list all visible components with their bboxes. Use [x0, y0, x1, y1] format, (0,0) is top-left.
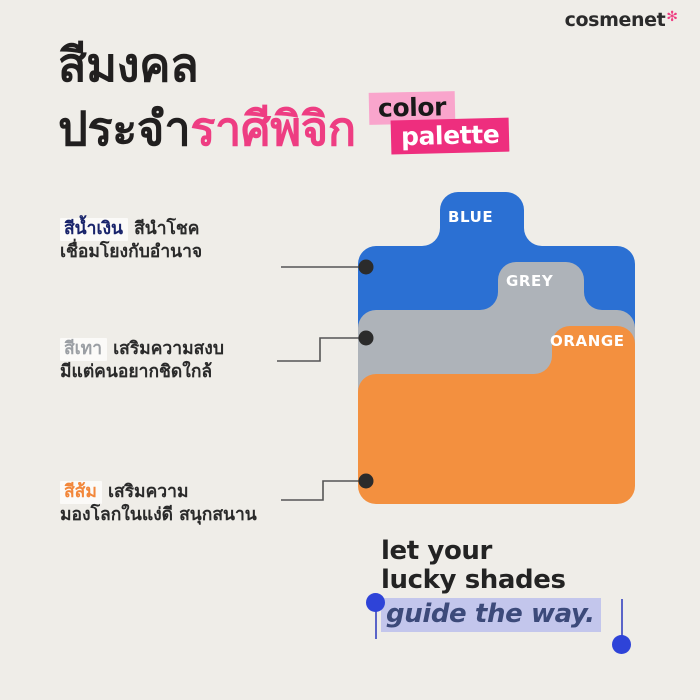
description-orange: สีส้ม เสริมความ มองโลกในแง่ดี สนุกสนาน — [60, 481, 257, 528]
description-blue-text-1: สีนำโชค — [134, 219, 200, 239]
headline-line-1: สีมงคล — [58, 38, 199, 93]
tagline-line-1: let your — [381, 536, 492, 566]
connector-line-orange — [281, 480, 364, 501]
color-swatch-stack: BLUE GREY ORANGE — [358, 192, 635, 504]
brand-name: cosmenet — [564, 9, 666, 31]
highlight-word-orange: สีส้ม — [60, 481, 102, 504]
description-orange-line-2: มองโลกในแง่ดี สนุกสนาน — [60, 505, 257, 526]
swatch-shape-orange[interactable] — [358, 326, 635, 504]
connector-line-grey — [277, 337, 364, 362]
badge-palette-label: palette — [390, 117, 510, 155]
selection-stem-end — [621, 599, 623, 639]
description-orange-line-1: สีส้ม เสริมความ — [60, 481, 257, 504]
page-title: สีมงคล ประจำราศีพิจิก color palette — [58, 38, 528, 157]
swatch-label-blue: BLUE — [448, 208, 494, 226]
headline-line-2: ประจำราศีพิจิก color palette — [58, 91, 528, 157]
headline-line-2-prefix: ประจำ — [58, 102, 191, 157]
swatch-label-grey: GREY — [506, 272, 554, 290]
description-blue-line-2: เชื่อมโยงกับอำนาจ — [60, 242, 203, 263]
selection-handle-start[interactable] — [366, 593, 385, 612]
color-palette-badge: color palette — [368, 91, 510, 155]
description-blue: สีน้ำเงิน สีนำโชค เชื่อมโยงกับอำนาจ — [60, 218, 202, 265]
description-orange-text-1: เสริมความ — [108, 482, 189, 502]
description-grey-line-1: สีเทา เสริมความสงบ — [60, 338, 224, 361]
selection-stem-start — [375, 603, 377, 639]
tagline-block: let your lucky shades guide the way. — [366, 536, 671, 654]
brand-logo: cosmenet ✻ — [564, 8, 678, 31]
asterisk-flower-icon: ✻ — [666, 8, 678, 24]
tagline-line-3-selected[interactable]: guide the way. — [381, 597, 601, 633]
description-grey-line-2: มีแต่คนอยากชิดใกล้ — [60, 362, 213, 383]
highlight-word-blue: สีน้ำเงิน — [60, 218, 128, 241]
description-blue-line-1: สีน้ำเงิน สีนำโชค — [60, 218, 202, 241]
highlight-word-grey: สีเทา — [60, 338, 108, 361]
swatch-label-orange: ORANGE — [550, 332, 625, 350]
selection-handle-end[interactable] — [612, 635, 631, 654]
description-grey: สีเทา เสริมความสงบ มีแต่คนอยากชิดใกล้ — [60, 338, 224, 385]
tagline-line-2: lucky shades — [381, 565, 566, 596]
swatch-shapes — [358, 192, 635, 504]
description-grey-text-1: เสริมความสงบ — [113, 339, 224, 359]
headline-line-2-zodiac: ราศีพิจิก — [190, 102, 356, 157]
